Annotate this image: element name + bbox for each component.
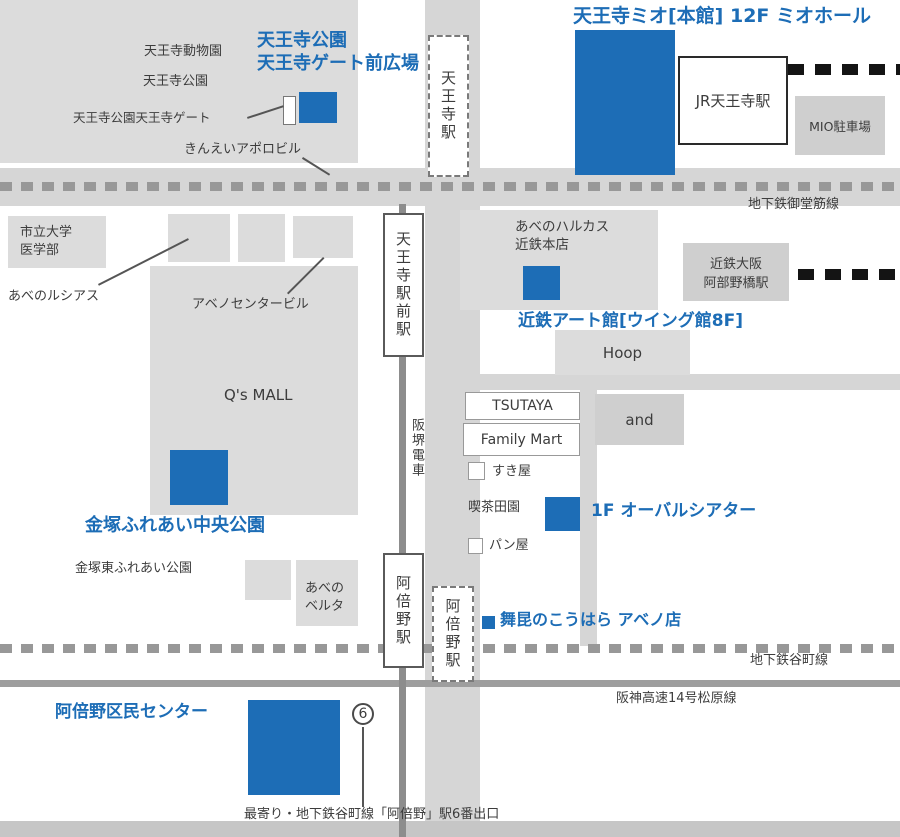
- tennoji-park-label: 天王寺公園: [143, 74, 209, 89]
- east-vertical-road: [580, 374, 597, 646]
- city-univ-label: 市立大学 医学部: [20, 224, 72, 259]
- midosuji-subway-line: [0, 182, 900, 191]
- exit-number-badge: 6: [352, 703, 374, 725]
- tennoji-subway-station: 天王寺駅: [428, 35, 469, 177]
- family-mart-box: Family Mart: [463, 423, 580, 456]
- tanimachi-line-label: 地下鉄谷町線: [750, 653, 829, 668]
- kintetsu-station-box: 近鉄大阪 阿部野橋駅: [683, 243, 789, 301]
- civic-center-title: 阿倍野区民センター: [55, 702, 208, 722]
- harukas-label: あべのハルカス 近鉄本店: [515, 218, 609, 254]
- maikon-marker: [482, 616, 495, 629]
- sukiya-label: すき屋: [492, 464, 532, 479]
- nearest-exit-label: 最寄り・地下鉄谷町線「阿倍野」駅6番出口: [244, 807, 500, 822]
- city-univ-line2: 医学部: [20, 242, 60, 258]
- east-park-label: 金塚東ふれあい公園: [75, 561, 193, 576]
- abeno-lucias-label: あべのルシアス: [8, 289, 100, 304]
- lucias-block: [168, 214, 230, 262]
- oval-theater-title: 1F オーバルシアター: [591, 501, 757, 521]
- harukas-line1: あべのハルカス: [515, 219, 610, 235]
- kanatsuka-park-rect: [170, 450, 228, 505]
- civic-center-rect: [248, 700, 340, 795]
- kintetsu-station-line1: 近鉄大阪: [709, 257, 762, 272]
- kanatsuka-park-title: 金塚ふれあい中央公園: [85, 515, 265, 536]
- sukiya-shape: [468, 462, 485, 480]
- hankai-tram-label: 阪堺電車: [409, 418, 424, 478]
- city-univ-line1: 市立大学: [20, 225, 73, 240]
- kintetsu-art-hall-title: 近鉄アート館[ウイング館8F]: [518, 311, 743, 331]
- small-block: [238, 214, 285, 262]
- abeno-tram-station: 阿倍野駅: [383, 553, 424, 668]
- bottom-road-band: [0, 821, 900, 837]
- harukas-rect: [523, 266, 560, 300]
- tsutaya-box: TSUTAYA: [465, 392, 580, 420]
- abeno-center-block: [293, 216, 353, 258]
- jr-tennoji-station-box: JR天王寺駅: [678, 56, 788, 145]
- abeno-center-bldg-label: アベノセンタービル: [192, 297, 309, 312]
- hanshin-expressway-line: [0, 680, 900, 687]
- tennoji-zoo-label: 天王寺動物園: [144, 44, 223, 59]
- qs-mall-label: Q's MALL: [224, 386, 293, 404]
- abeno-subway-station: 阿倍野駅: [432, 586, 474, 682]
- mio-parking-box: MIO駐車場: [795, 96, 885, 155]
- tennoji-park-block: [0, 0, 358, 163]
- park-gate-shape: [283, 96, 296, 125]
- belta-line1: あべの: [305, 581, 345, 596]
- midosuji-line-label: 地下鉄御堂筋線: [748, 197, 840, 212]
- exit-connector-line: [362, 727, 364, 807]
- belta-label: あべの ベルタ: [305, 580, 344, 615]
- gate-plaza-rect: [299, 92, 337, 123]
- east-horizontal-road: [460, 374, 900, 390]
- hankai-tram-line: [399, 204, 406, 837]
- denen-rect: [545, 497, 580, 531]
- park-plaza-title-line2: 天王寺ゲート前広場: [257, 53, 419, 74]
- park-gate-label: 天王寺公園天王寺ゲート: [73, 110, 211, 125]
- kintetsu-rail-line: [798, 269, 900, 280]
- kissa-denen-label: 喫茶田園: [468, 500, 521, 515]
- park-plaza-title-line1: 天王寺公園: [257, 30, 347, 51]
- panya-label: パン屋: [489, 538, 529, 553]
- belta-block: [296, 560, 358, 626]
- jr-rail-line: [788, 64, 900, 75]
- mio-hall-title: 天王寺ミオ[本館] 12F ミオホール: [573, 5, 872, 27]
- kintetsu-station-line2: 阿部野橋駅: [703, 276, 769, 291]
- tennoji-ekimae-station: 天王寺駅前駅: [383, 213, 424, 357]
- tennoji-mio-building: [575, 30, 675, 175]
- and-box: and: [595, 394, 684, 445]
- panya-shape: [468, 538, 483, 554]
- hoop-box: Hoop: [555, 330, 690, 375]
- belta-line2: ベルタ: [305, 598, 345, 614]
- hanshin-expwy-label: 阪神高速14号松原線: [616, 691, 737, 706]
- city-univ-block: [8, 216, 106, 268]
- harukas-line2: 近鉄本店: [515, 237, 569, 254]
- maikon-kohara-title: 舞昆のこうはら アベノ店: [500, 610, 682, 629]
- kinei-apollo-label: きんえいアポロビル: [184, 142, 302, 157]
- east-park-block: [245, 560, 291, 600]
